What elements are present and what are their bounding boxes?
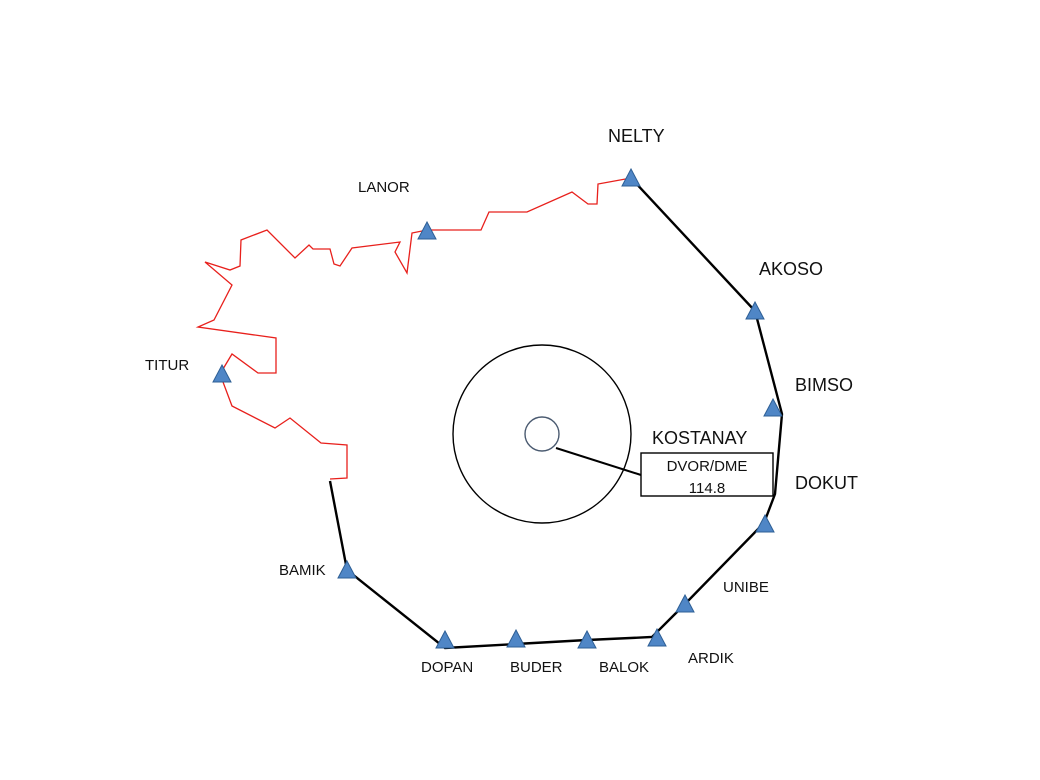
- waypoint-triangle-icon: [212, 363, 232, 383]
- waypoint-nelty[interactable]: NELTY: [608, 126, 665, 187]
- waypoint-label: LANOR: [358, 179, 410, 196]
- waypoint-triangle-icon: [621, 167, 641, 187]
- waypoint-label: AKOSO: [759, 259, 823, 279]
- waypoint-label: DOKUT: [795, 473, 858, 493]
- waypoint-buder[interactable]: BUDER: [506, 628, 563, 676]
- waypoint-bimso[interactable]: BIMSO: [763, 375, 853, 417]
- navaid-info-box: [640, 452, 774, 497]
- waypoint-triangle-icon: [745, 300, 765, 320]
- waypoint-dopan[interactable]: DOPAN: [421, 629, 473, 676]
- waypoint-label: TITUR: [145, 357, 189, 374]
- waypoint-triangle-icon: [675, 593, 695, 613]
- waypoint-label: BAMIK: [279, 562, 326, 579]
- waypoint-lanor[interactable]: LANOR: [358, 179, 437, 240]
- waypoint-dokut[interactable]: DOKUT: [755, 473, 858, 533]
- waypoint-triangle-icon: [506, 628, 526, 648]
- waypoint-triangle-icon: [647, 627, 667, 647]
- waypoint-layer: NELTY AKOSO BIMSO DOKUT UNIBE ARDIK BALO…: [145, 126, 858, 676]
- waypoint-triangle-icon: [337, 559, 357, 579]
- waypoint-triangle-icon: [755, 513, 775, 533]
- waypoint-triangle-icon: [435, 629, 455, 649]
- waypoint-ardik[interactable]: ARDIK: [647, 627, 734, 667]
- navaid-leader-line: [555, 447, 642, 476]
- navaid-type-label: DVOR/DME: [667, 458, 748, 475]
- navaid-frequency-label: 114.8: [689, 480, 725, 497]
- waypoint-triangle-icon: [763, 397, 783, 417]
- waypoint-balok[interactable]: BALOK: [577, 629, 649, 676]
- waypoint-akoso[interactable]: AKOSO: [745, 259, 823, 320]
- navaid-center-icon: [524, 416, 560, 452]
- navaid-name-label: KOSTANAY: [652, 428, 747, 448]
- waypoint-label: DOPAN: [421, 659, 473, 676]
- waypoint-triangle-icon: [417, 220, 437, 240]
- navaid-kostanay[interactable]: KOSTANAY DVOR/DME 114.8: [452, 344, 774, 524]
- route-line: [328, 177, 784, 650]
- waypoint-triangle-icon: [577, 629, 597, 649]
- waypoint-bamik[interactable]: BAMIK: [279, 559, 357, 579]
- waypoint-titur[interactable]: TITUR: [145, 357, 232, 383]
- waypoint-label: UNIBE: [723, 579, 769, 596]
- waypoint-label: ARDIK: [688, 650, 734, 667]
- boundary-line-north: [195, 177, 632, 480]
- waypoint-label: BALOK: [599, 659, 649, 676]
- waypoint-label: NELTY: [608, 126, 665, 146]
- waypoint-label: BUDER: [510, 659, 563, 676]
- navaid-range-ring: [452, 344, 632, 524]
- waypoint-unibe[interactable]: UNIBE: [675, 579, 769, 613]
- waypoint-label: BIMSO: [795, 375, 853, 395]
